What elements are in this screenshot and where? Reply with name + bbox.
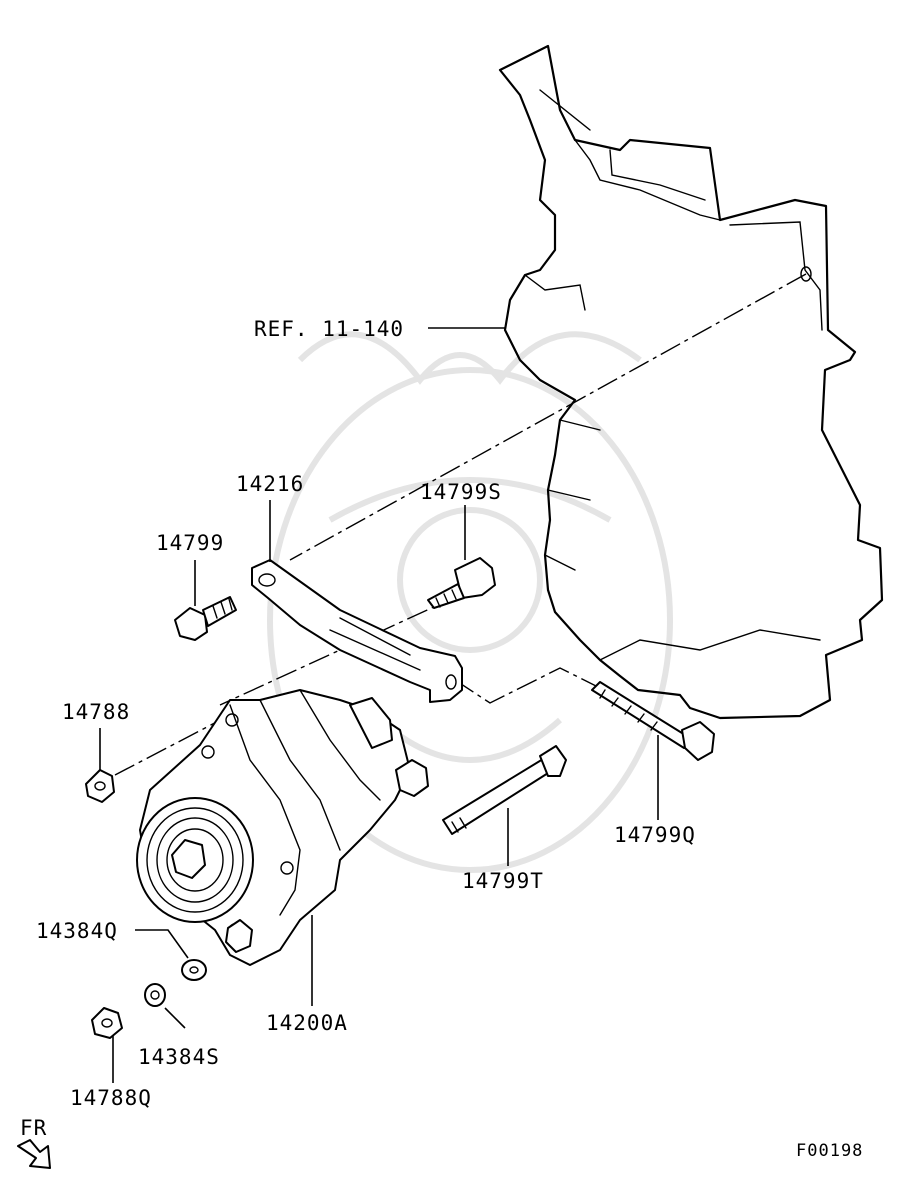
bolt-14799 — [174, 596, 237, 641]
part-label-14799S: 14799S — [420, 480, 502, 504]
part-label-14384Q: 14384Q — [36, 919, 118, 943]
bracket-14216 — [251, 559, 463, 703]
fr-label: FR — [20, 1116, 48, 1140]
part-label-14788: 14788 — [62, 700, 131, 724]
centerlines — [114, 273, 807, 776]
part-label-14799Q: 14799Q — [614, 823, 696, 847]
part-label-14799: 14799 — [156, 531, 225, 555]
bolt-14799T — [442, 745, 567, 835]
forward-arrow-icon — [17, 1139, 51, 1169]
part-label-14788Q: 14788Q — [70, 1086, 152, 1110]
watermark-logo — [267, 331, 673, 873]
part-label-14384S: 14384S — [138, 1045, 220, 1069]
part-label-14200A: 14200A — [266, 1011, 348, 1035]
washer-14384S — [144, 983, 166, 1007]
part-label-14216: 14216 — [236, 472, 305, 496]
ref-label: REF. 11-140 — [254, 317, 405, 341]
nut-14788 — [85, 769, 115, 803]
leader-14384Q — [135, 929, 189, 959]
engine-block — [498, 44, 884, 720]
alternator-14200A — [136, 689, 429, 966]
bolt-14799Q — [591, 681, 715, 761]
part-label-14799T: 14799T — [462, 869, 544, 893]
leader-14384S — [164, 1007, 186, 1029]
nut-14788Q — [91, 1007, 123, 1039]
figure-code: F00198 — [796, 1141, 864, 1161]
bolt-14799S — [427, 557, 496, 609]
washer-14384Q — [181, 959, 207, 981]
